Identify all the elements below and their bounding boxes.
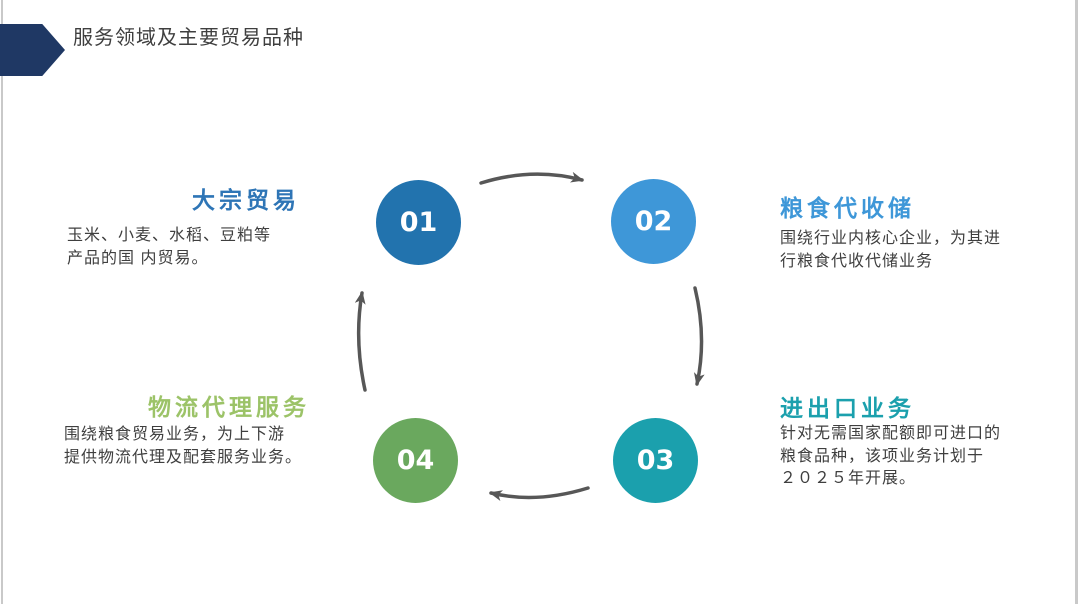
step-04-description: 围绕粮食贸易业务，为上下游 提供物流代理及配套服务业务。 [64,426,303,466]
header-arrow-icon [0,24,65,76]
step-04-label: 物流代理服务 [148,394,310,420]
step-01-description: 玉米、小麦、水稻、豆粕等 产品的国 内贸易。 [67,227,272,267]
arrow-step2-to-step3-icon [693,286,705,386]
arrow-step1-to-step2-icon [479,171,584,185]
step-02-label: 粮食代收储 [780,195,915,221]
step-02-description: 围绕行业内核心企业，为其进 行粮食代收代储业务 [780,230,1002,270]
step-03-label: 进出口业务 [780,395,915,421]
page-right-edge [1075,0,1078,604]
arrow-step4-to-step1-icon [354,291,367,392]
step-number-01: 01 [399,207,438,238]
arrow-step3-to-step4-icon [489,486,590,501]
step-number-04: 04 [396,445,435,476]
step-circle-01: 01 [376,180,461,265]
step-number-03: 03 [636,445,675,476]
step-circle-04: 04 [373,418,458,503]
step-circle-03: 03 [613,418,698,503]
step-circle-02: 02 [611,179,696,264]
page-left-edge [1,0,3,604]
step-03-description: 针对无需国家配额即可进口的 粮食品种，该项业务计划于 ２０２５年开展。 [780,425,1002,487]
step-01-label: 大宗贸易 [192,187,300,213]
step-number-02: 02 [634,206,673,237]
page-title: 服务领域及主要贸易品种 [73,27,304,49]
